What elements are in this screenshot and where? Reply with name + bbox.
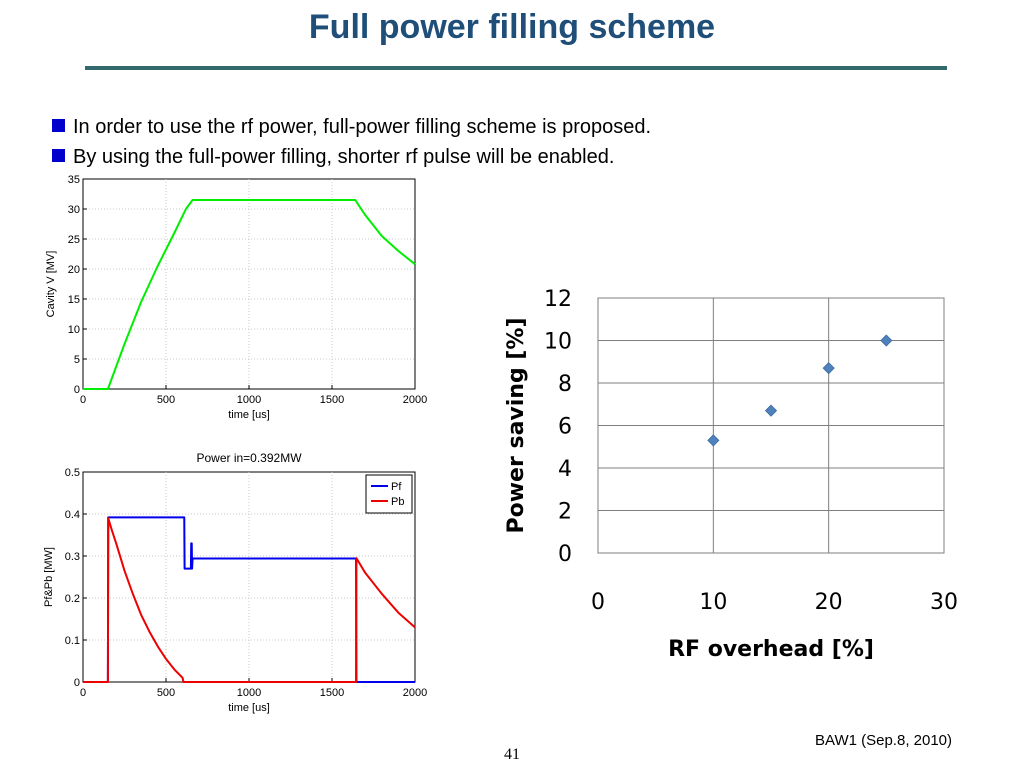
x-tick-label: 0	[80, 687, 86, 699]
y-tick-label: 30	[68, 204, 80, 216]
y-tick-label: 0.4	[65, 509, 80, 521]
cavity-voltage-chart: 0 500 1000 1500 2000 0 5 10 15 20 25 30 35 time [us] C…	[45, 174, 427, 421]
x-tick-label: 500	[157, 687, 175, 699]
data-point	[880, 334, 893, 347]
bullet-text: By using the full-power filling, shorter…	[73, 146, 615, 168]
x-tick-label: 1500	[320, 394, 344, 406]
page-number: 41	[504, 746, 520, 763]
slide-title: Full power filling scheme	[308, 8, 716, 46]
legend-label: Pb	[391, 496, 404, 508]
x-tick-label: 0	[80, 394, 86, 406]
x-tick-label: 1000	[237, 394, 261, 406]
title-underline	[85, 66, 947, 70]
y-axis-label: Cavity V [MV]	[45, 251, 57, 318]
y-tick-label: 5	[74, 354, 80, 366]
series-line-2	[83, 517, 416, 683]
y-tick-label: 8	[558, 372, 572, 397]
forward-backward-power-chart: 0 500 1000 1500 2000 0 0.1 0.2 0.3 0.4 0.5 Power in…	[43, 451, 427, 714]
y-tick-label: 25	[68, 234, 80, 246]
legend-label: Pf	[391, 481, 402, 493]
x-tick-label: 1500	[320, 687, 344, 699]
y-tick-label: 15	[68, 294, 80, 306]
bullet-item-1: In order to use the rf power, full-power…	[52, 115, 651, 139]
data-point	[707, 434, 720, 447]
y-tick-label: 0.1	[65, 635, 80, 647]
x-tick-label: 0	[591, 590, 605, 615]
x-tick-label: 2000	[403, 394, 427, 406]
y-axis-label: Pf&Pb [MW]	[43, 547, 55, 607]
series-line-1	[83, 199, 416, 390]
y-tick-label: 6	[558, 414, 572, 439]
footer-note: BAW1 (Sep.8, 2010)	[815, 732, 953, 749]
y-tick-label: 0.3	[65, 551, 80, 563]
x-tick-label: 30	[930, 590, 958, 615]
y-tick-label: 4	[558, 457, 572, 482]
x-tick-label: 500	[157, 394, 175, 406]
square-bullet-icon	[52, 119, 65, 132]
y-tick-label: 20	[68, 264, 80, 276]
y-axis-label: Power saving [%]	[504, 317, 529, 533]
data-point	[764, 404, 778, 417]
chart-title: Power in=0.392MW	[196, 451, 302, 465]
y-tick-label: 0	[74, 677, 80, 689]
x-tick-label: 2000	[403, 687, 427, 699]
x-axis-label: time [us]	[228, 702, 270, 714]
x-axis-label: RF overhead [%]	[668, 637, 874, 662]
x-tick-label: 20	[815, 590, 843, 615]
x-tick-label: 10	[699, 590, 727, 615]
bullet-item-2: By using the full-power filling, shorter…	[52, 145, 614, 169]
square-bullet-icon	[52, 149, 65, 162]
y-tick-label: 0.5	[65, 467, 80, 479]
y-tick-label: 0	[74, 384, 80, 396]
y-tick-label: 35	[68, 174, 80, 186]
x-tick-label: 1000	[237, 687, 261, 699]
y-tick-label: 10	[68, 324, 80, 336]
y-tick-label: 12	[544, 287, 572, 312]
series-line-1	[83, 516, 415, 683]
x-axis-label: time [us]	[228, 409, 270, 421]
y-tick-label: 0.2	[65, 593, 80, 605]
power-saving-scatter-chart: 0 10 20 30 0 2 4 6 8 10 12 RF overhead [%] Power sav…	[504, 287, 958, 662]
y-tick-label: 10	[544, 329, 572, 354]
y-tick-label: 2	[558, 499, 572, 524]
y-tick-label: 0	[558, 542, 572, 567]
data-point	[822, 362, 835, 375]
legend-box	[365, 474, 413, 514]
bullet-text: In order to use the rf power, full-power…	[73, 116, 652, 138]
